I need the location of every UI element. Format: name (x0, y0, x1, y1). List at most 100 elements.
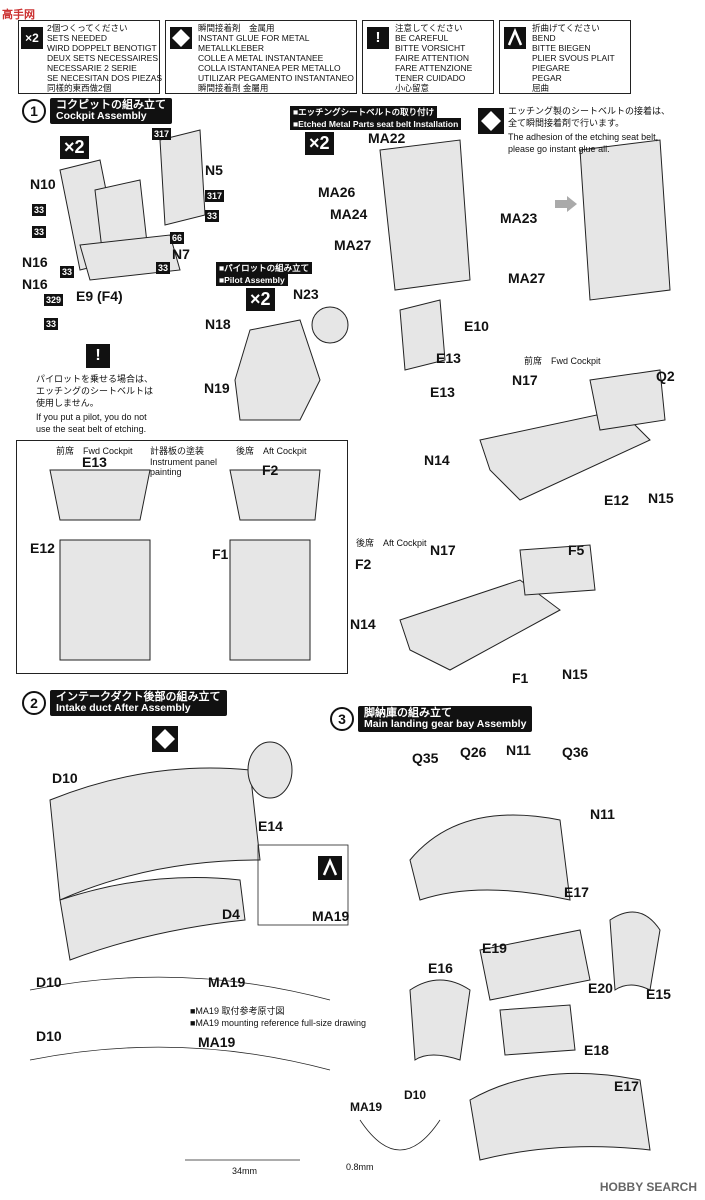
warning-box-instant-glue: 瞬間接着剤 金属用 INSTANT GLUE FOR METAL METALLK… (165, 20, 357, 94)
warn-text: DEUX SETS NECESSAIRES (47, 53, 159, 63)
panel-paint-en1: Instrument panel (150, 457, 218, 467)
part-label: MA19 (312, 908, 350, 924)
pilot-note-jp2: エッチングのシートベルトは (36, 386, 154, 396)
pilot-note-jp1: パイロットを乗せる場合は、 (36, 374, 154, 384)
arrow-right-icon (555, 196, 577, 212)
aft-console-f5 (519, 544, 596, 596)
part-label: MA24 (330, 206, 368, 222)
seatbelt-title-en: ■Etched Metal Parts seat belt Installati… (290, 118, 462, 130)
part-label: Q35 (412, 750, 439, 766)
part-label: F2 (262, 462, 279, 478)
warn-text: BITTE VORSICHT (395, 43, 466, 53)
step2-number: 2 (22, 691, 46, 715)
color-number: 317 (205, 190, 225, 202)
intake-duct-d10 (49, 767, 261, 901)
step1-title-en: Cockpit Assembly (56, 110, 147, 122)
part-label: N10 (30, 176, 56, 192)
part-label: MA27 (508, 270, 546, 286)
part-label: N7 (172, 246, 190, 262)
part-label: F1 (212, 546, 229, 562)
part-label: Q36 (562, 744, 589, 760)
aft-assembly-label: 後席 Aft Cockpit (356, 538, 427, 548)
part-label: N11 (506, 742, 531, 758)
warn-text: 屈曲 (532, 83, 550, 93)
watermark: HOBBY SEARCH (599, 1180, 697, 1194)
part-label: MA19 (198, 1034, 236, 1050)
fwd-instrument-panel (49, 469, 151, 521)
color-number: 33 (156, 262, 171, 274)
step2-title-en: Intake duct After Assembly (56, 702, 191, 714)
fwd-assembly-label: 前席 Fwd Cockpit (524, 356, 601, 366)
part-label: N5 (205, 162, 223, 178)
color-number: 33 (44, 318, 59, 330)
step2-title: 2 インテークダクト後部の組み立て Intake duct After Asse… (22, 690, 227, 716)
warn-text: BEND (532, 33, 556, 43)
warn-text: 瞬間接着剤 金属用 (198, 23, 275, 33)
careful-icon: ! (367, 27, 389, 49)
seat-side-panel (159, 129, 206, 226)
part-label: N15 (562, 666, 588, 682)
part-label: MA19 (208, 974, 246, 990)
warn-text: 同樣的東西做2個 (47, 83, 112, 93)
part-label: E14 (258, 818, 283, 834)
part-label: E17 (564, 884, 589, 900)
seatbelt-two-sets-icon: ×2 (305, 132, 334, 155)
part-label: N15 (648, 490, 674, 506)
pilot-note-jp3: 使用しません。 (36, 398, 99, 408)
warn-text: COLLA ISTANTANEA PER METALLO (198, 63, 341, 73)
warn-text: PEGAR (532, 73, 562, 83)
step1-title: 1 コクピットの組み立て Cockpit Assembly (22, 98, 172, 124)
part-label: E10 (464, 318, 489, 334)
gear-bay-e17 (409, 814, 571, 901)
part-label: N16 (22, 276, 48, 292)
seatbelt-note-jp1: エッチング製のシートベルトの接着は、 (508, 106, 671, 116)
warn-text: SETS NEEDED (47, 33, 107, 43)
bend-icon (504, 27, 526, 49)
pilot-two-sets-icon: ×2 (246, 288, 275, 311)
pilot-body (234, 319, 321, 421)
color-number: 317 (152, 128, 172, 140)
ma19-small-arc (359, 1119, 441, 1151)
seatbelt-note-en1: The adhesion of the etching seat belt, (508, 132, 659, 142)
part-label: D10 (404, 1088, 427, 1102)
part-label: MA26 (318, 184, 356, 200)
part-label: Q2 (656, 368, 675, 384)
warn-text: FAIRE ATTENTION (395, 53, 469, 63)
warn-text: BITTE BIEGEN (532, 43, 591, 53)
step3-title-en: Main landing gear bay Assembly (364, 718, 527, 730)
compressor-face-e14 (247, 741, 293, 799)
fwd-console-q2 (589, 369, 666, 431)
instant-glue-diamond-icon (170, 27, 192, 49)
step2-title-jp: インテークダクト後部の組み立て (56, 691, 221, 703)
part-label: N19 (204, 380, 230, 396)
fwd-floor-e12 (59, 539, 151, 661)
ma19-ref-en: ■MA19 mounting reference full-size drawi… (190, 1018, 367, 1028)
part-label: F2 (355, 556, 372, 572)
warn-text: TENER CUIDADO (395, 73, 466, 83)
part-label: D4 (222, 906, 240, 922)
gear-bay-e18 (499, 1004, 576, 1056)
warn-text: UTILIZAR PEGAMENTO INSTANTANEO (198, 73, 354, 83)
color-number: 33 (205, 210, 220, 222)
part-label: MA27 (334, 237, 372, 253)
fwd-part-e13 (399, 299, 446, 371)
gear-bay-e20 (479, 929, 591, 1001)
seatbelt-note-jp2: 全て瞬間接着剤で行います。 (508, 118, 625, 128)
step1-number: 1 (22, 99, 46, 123)
aft-cockpit-tub (399, 579, 561, 671)
color-number: 33 (60, 266, 75, 278)
warn-text: NECESSARIE 2 SERIE (47, 63, 137, 73)
step3-title-jp: 脚納庫の組み立て (364, 707, 452, 719)
part-label: N14 (424, 452, 450, 468)
ejection-seat-finished (579, 139, 671, 301)
part-label: N16 (22, 254, 48, 270)
color-number: 33 (32, 226, 47, 238)
bend-icon (318, 856, 342, 880)
pilot-note-en1: If you put a pilot, you do not (36, 412, 147, 422)
part-label: N23 (293, 286, 319, 302)
part-label: E13 (430, 384, 455, 400)
part-label: E15 (646, 986, 671, 1002)
warn-text: WIRD DOPPELT BENOTIGT (47, 43, 157, 53)
part-label: Q26 (460, 744, 487, 760)
